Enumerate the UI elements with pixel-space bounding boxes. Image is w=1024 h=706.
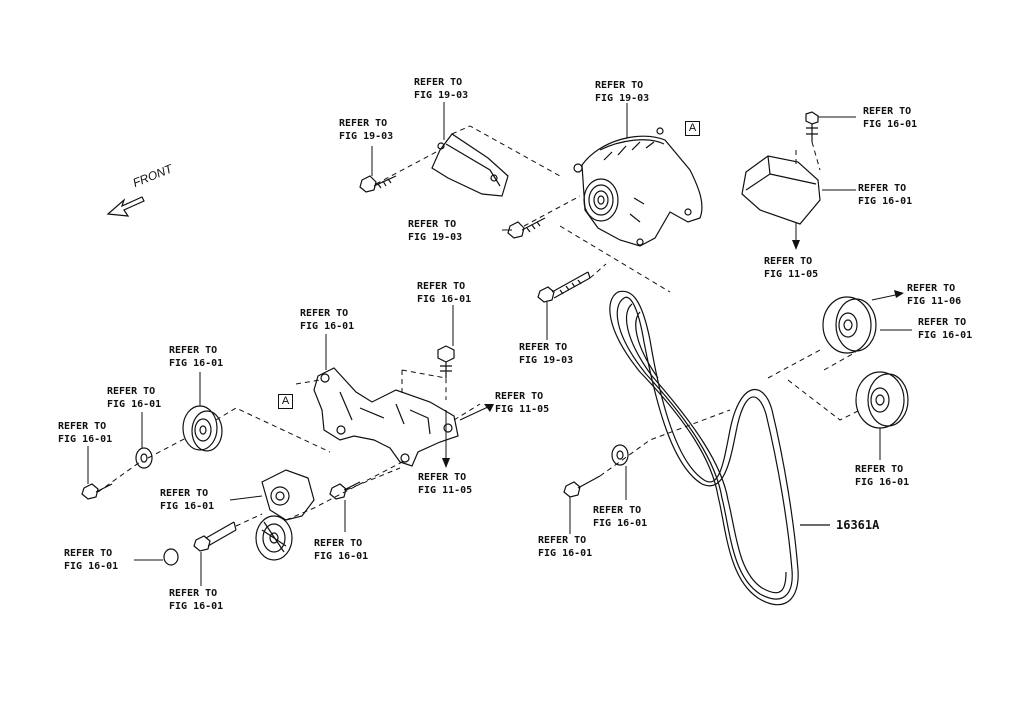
bracket-drawing[interactable] [313,367,459,467]
upper-idler-pulley-drawing[interactable] [822,296,877,354]
front-arrow-icon [106,196,145,217]
belt-cover-drawing[interactable] [741,111,821,225]
long-bolt-icon[interactable] [537,271,591,303]
drive-belt-drawing[interactable] [609,290,830,606]
idler-pulley-drawing[interactable] [182,405,223,452]
bolt-icon[interactable] [563,475,601,498]
connector-marker-a: A [685,121,700,136]
alternator-drawing[interactable] [573,127,703,247]
lower-idler-pulley-drawing[interactable] [855,371,909,429]
washer-icon[interactable] [135,447,153,469]
bolt-icon[interactable] [81,483,113,500]
tensioner-drawing[interactable] [255,469,315,561]
washer-icon[interactable] [611,444,629,466]
bolt-icon[interactable] [329,481,361,500]
connector-marker-a: A [278,394,293,409]
belt-part-number[interactable]: 16361A [836,518,880,532]
alternator-cover-drawing[interactable] [431,133,509,197]
bolt-icon[interactable] [359,175,397,193]
tensioner-bolt-icon[interactable] [193,521,237,552]
bolt-icon[interactable] [507,217,546,239]
bracket-bolt-icon[interactable] [437,345,455,378]
oring-icon[interactable] [163,548,179,566]
